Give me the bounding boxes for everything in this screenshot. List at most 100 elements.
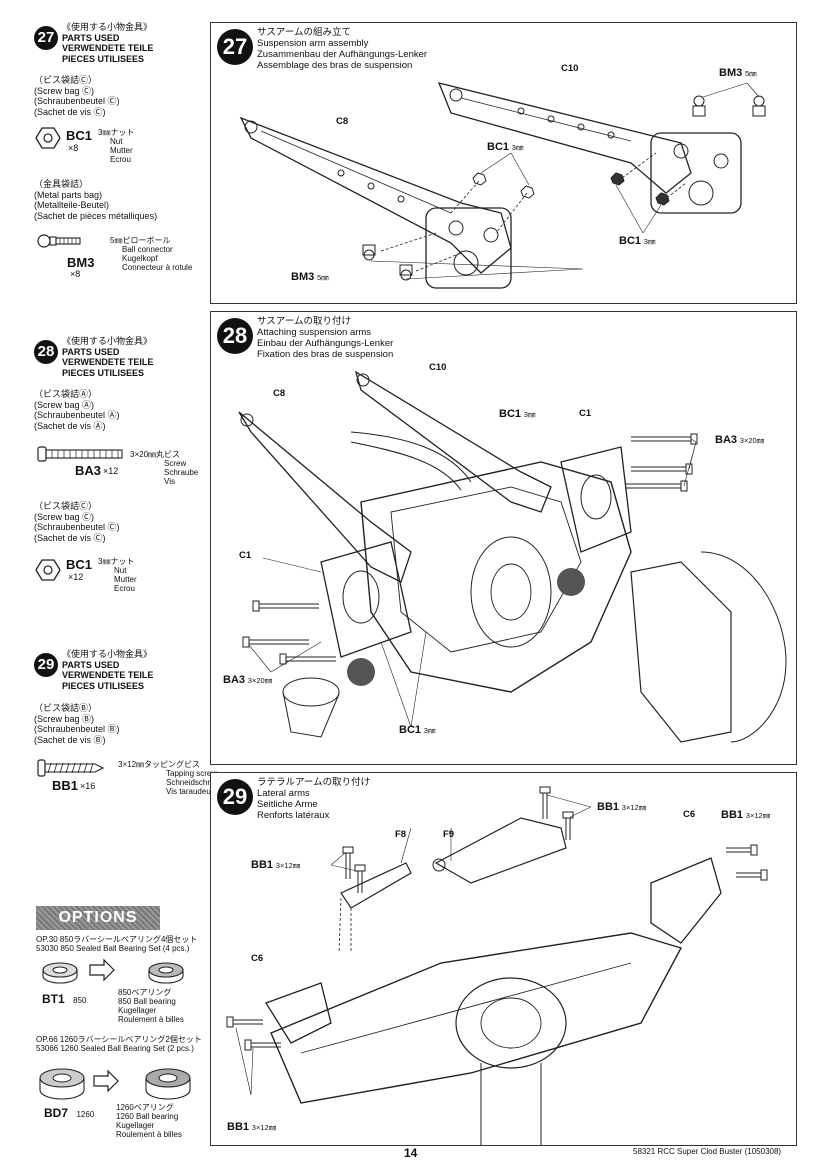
size: 3㎜ <box>511 143 524 152</box>
code: BM3 <box>719 67 743 79</box>
bag-line: （ビス袋詰Ⓑ） <box>34 703 98 713</box>
title-line: Assemblage des bras de suspension <box>257 60 413 71</box>
part-code: BM3 <box>67 255 95 270</box>
part-qty: ×16 <box>80 781 96 791</box>
step-28-screw-bag-c: （ビス袋詰Ⓒ） (Screw bag Ⓒ) (Schraubenbeutel Ⓒ… <box>34 501 120 543</box>
desc-line: Mutter <box>110 146 133 155</box>
title-line: Zusammenbau der Aufhängungs-Lenker <box>257 49 428 60</box>
step-28-title: サスアームの取り付け Attaching suspension arms Ein… <box>257 316 393 360</box>
desc-line: 1260ベアリング <box>116 1103 174 1112</box>
header-line: PIECES UTILISEES <box>62 53 145 64</box>
option-1-desc: 850ベアリング 850 Ball bearing Kugellager Rou… <box>118 988 184 1024</box>
step-28-parts-header: 《使用する小物金具》 PARTS USED VERWENDETE TEILE P… <box>62 336 153 378</box>
part-label-c10: C10 <box>429 362 447 373</box>
part-label-c6: C6 <box>251 953 264 964</box>
step-28-panel: 28 サスアームの取り付け Attaching suspension arms … <box>210 311 797 765</box>
part-label-c1: C1 <box>579 408 592 419</box>
step-29-panel: 29 ラテラルアームの取り付け Lateral arms Seitliche A… <box>210 772 797 1146</box>
step-29-panel-badge: 29 <box>217 779 253 815</box>
desc-line: 1260 Ball bearing <box>116 1112 179 1121</box>
bag-line: （ビス袋詰Ⓐ） <box>34 389 98 399</box>
part-desc: 3㎜ナット Nut Mutter Ecrou <box>98 128 134 164</box>
desc-line: Tapping screw <box>166 769 218 778</box>
header-line: 《使用する小物金具》 <box>62 336 153 346</box>
code: BB1 <box>227 1121 250 1133</box>
desc-line: Kugellager <box>116 1121 155 1130</box>
desc-line: Kugelkopf <box>122 254 158 263</box>
title-line: Renforts latéraux <box>257 810 330 821</box>
part-code: BC1 <box>66 557 93 572</box>
part-code: BC1 <box>66 128 93 143</box>
option-1-header: OP.30 850ラバーシールベアリング4個セット 53030 850 Seal… <box>36 935 197 953</box>
page-number: 14 <box>404 1146 418 1160</box>
title-line: Fixation des bras de suspension <box>257 349 394 360</box>
desc-line: 3×20㎜丸ビス <box>130 450 181 459</box>
part-code: BB1 <box>52 778 79 793</box>
part-label-bb1: BB1 3×12㎜ <box>721 809 770 821</box>
part-desc: 3×20㎜丸ビス Screw Schraube Vis <box>130 450 198 486</box>
desc-line: Mutter <box>114 575 137 584</box>
bearing-size: 1260 <box>76 1110 95 1119</box>
header-line: PARTS USED <box>62 659 120 670</box>
code: BB1 <box>251 859 274 871</box>
code: BC1 <box>499 408 522 420</box>
step-29-parts-header: 《使用する小物金具》 PARTS USED VERWENDETE TEILE P… <box>62 649 153 691</box>
header-line: PARTS USED <box>62 32 120 43</box>
desc-line: 5㎜ピローボール <box>110 236 171 245</box>
step-27-panel: 27 サスアームの組み立て Suspension arm assembly Zu… <box>210 22 797 304</box>
part-label-bc1: BC1 3㎜ <box>399 724 435 736</box>
step-27-panel-badge: 27 <box>217 29 253 65</box>
title-line: Lateral arms <box>257 788 310 799</box>
bearing-code: BD7 <box>44 1106 69 1120</box>
code: BC1 <box>399 724 422 736</box>
bag-line: (Sachet de vis Ⓐ) <box>34 420 106 431</box>
step-27-parts-header: 《使用する小物金具》 PARTS USED VERWENDETE TEILE P… <box>62 22 153 64</box>
part-label-bm3: BM3 5㎜ <box>719 67 757 79</box>
desc-line: Roulement à billes <box>118 1015 184 1024</box>
step-27-badge: 27 <box>34 26 58 50</box>
bag-line: (Screw bag Ⓒ) <box>34 85 95 96</box>
bag-line: (Screw bag Ⓒ) <box>34 511 95 522</box>
step-27-metal-bag: （金具袋詰） (Metal parts bag) (Metallteile-Be… <box>34 179 157 221</box>
step-29-screw-bag-b: （ビス袋詰Ⓑ） (Screw bag Ⓑ) (Schraubenbeutel Ⓑ… <box>34 703 120 745</box>
option-2-desc: 1260ベアリング 1260 Ball bearing Kugellager R… <box>116 1103 182 1139</box>
size: 3㎜ <box>523 410 536 419</box>
lateral-arms-diagram <box>226 786 768 1145</box>
part-label-c6: C6 <box>683 809 696 820</box>
header-line: 《使用する小物金具》 <box>62 22 153 32</box>
part-label-ba3: BA3 3×20㎜ <box>715 434 764 446</box>
bag-line: (Schraubenbeutel Ⓒ) <box>34 96 120 106</box>
header-line: PIECES UTILISEES <box>62 367 145 378</box>
step-29-title: ラテラルアームの取り付け Lateral arms Seitliche Arme… <box>257 777 370 821</box>
title-line: サスアームの取り付け <box>257 316 351 327</box>
part-qty: ×12 <box>68 572 84 582</box>
desc-line: Connecteur à rotule <box>122 263 193 272</box>
bag-line: (Metal parts bag) <box>34 189 103 200</box>
bag-line: （金具袋詰） <box>34 179 89 189</box>
header-line: VERWENDETE TEILE <box>62 670 154 680</box>
size: 3×12㎜ <box>621 803 647 812</box>
bag-line: (Metallteile-Beutel) <box>34 200 110 210</box>
code: BB1 <box>721 809 744 821</box>
part-code: BA3 <box>75 463 102 478</box>
option-2-header: OP.66 1260ラバーシールベアリング2個セット 53066 1260 Se… <box>36 1035 202 1053</box>
bag-line: （ビス袋詰Ⓒ） <box>34 75 98 85</box>
part-label-bb1: BB1 3×12㎜ <box>597 801 646 813</box>
part-desc: 5㎜ピローボール Ball connector Kugelkopf Connec… <box>110 236 192 272</box>
part-label-c8: C8 <box>273 388 286 399</box>
bag-line: (Sachet de vis Ⓑ) <box>34 734 106 745</box>
bearing-code: BT1 <box>42 992 65 1006</box>
bag-line: (Schraubenbeutel Ⓐ) <box>34 410 120 420</box>
size: 3×12㎜ <box>745 811 771 820</box>
code: BA3 <box>223 674 246 686</box>
desc-line: Vis taraudeuse <box>166 787 220 796</box>
size: 3×12㎜ <box>275 861 301 870</box>
bag-line: （ビス袋詰Ⓒ） <box>34 501 98 511</box>
bearing-size: 850 <box>73 996 87 1005</box>
title-line: サスアームの組み立て <box>257 27 351 38</box>
header-line: VERWENDETE TEILE <box>62 43 154 53</box>
title-line: Suspension arm assembly <box>257 38 369 49</box>
part-label-bc1: BC1 3㎜ <box>499 408 535 420</box>
code: BC1 <box>619 235 642 247</box>
part-label-bb1: BB1 3×12㎜ <box>227 1121 276 1133</box>
